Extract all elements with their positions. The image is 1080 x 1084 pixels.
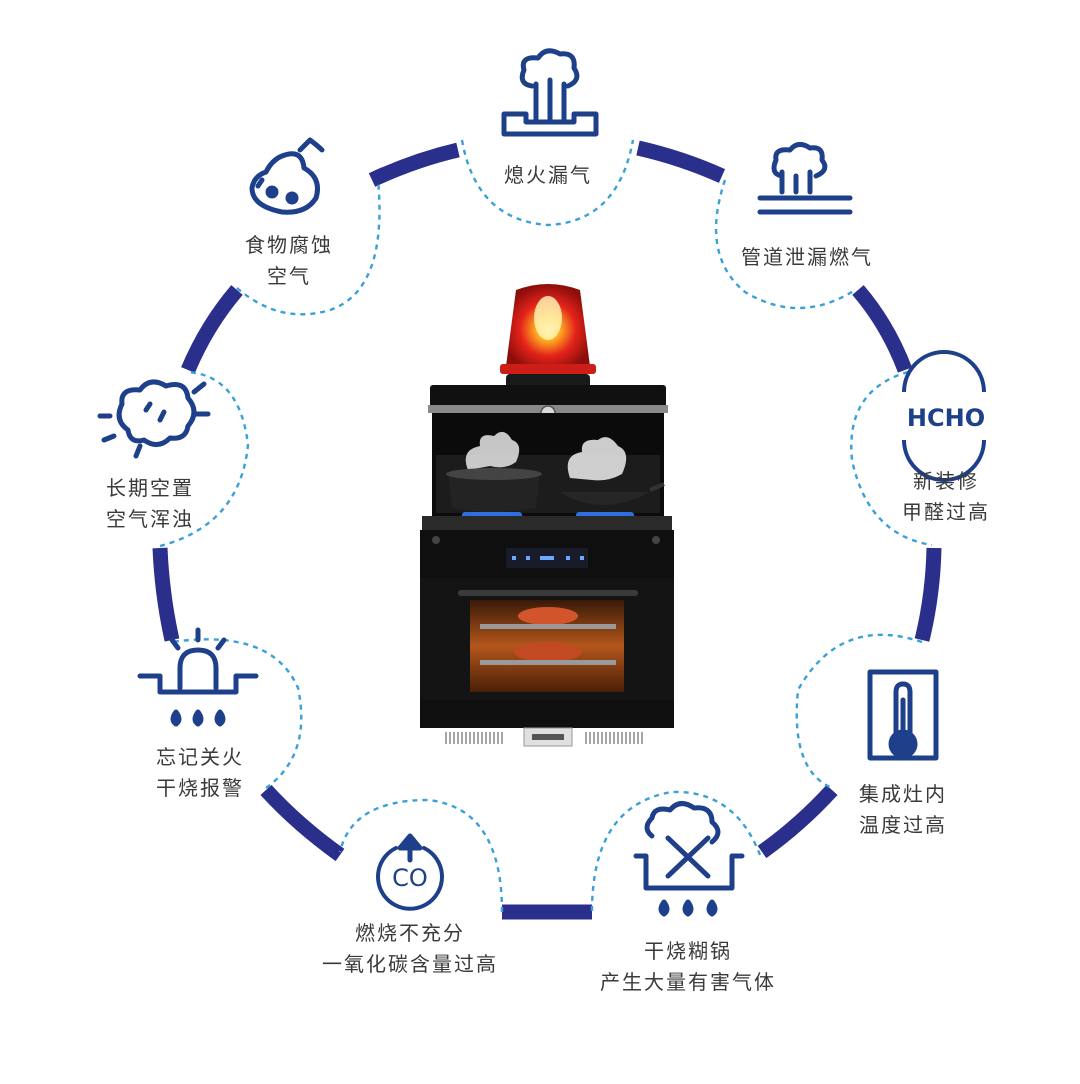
label-line: 管道泄漏燃气 [741, 245, 873, 269]
gas-rising-from-stove-icon [501, 48, 599, 137]
label-line: 集成灶内 [859, 782, 947, 806]
co-up-arrow-icon [376, 833, 444, 911]
label-line: 空气浑浊 [106, 507, 194, 531]
label-forgot-off: 忘记关火 干烧报警 [80, 742, 320, 804]
label-line: 燃烧不充分 [355, 921, 465, 945]
thermometer-icon [867, 669, 939, 761]
label-line: 空气 [267, 264, 311, 288]
arc-segment [152, 547, 180, 642]
label-stale-air: 长期空置 空气浑浊 [30, 473, 270, 535]
dirty-air-cloud-icon [97, 379, 211, 459]
rotten-pear-icon [249, 137, 325, 215]
co-icon-text: CO [392, 864, 428, 892]
arc-segment [636, 140, 726, 183]
label-line: 食物腐蚀 [245, 233, 333, 257]
label-line: 甲醛过高 [902, 500, 990, 524]
label-food-rot: 食物腐蚀 空气 [169, 230, 409, 292]
alarm-on-stove-icon [137, 627, 259, 727]
label-line: 温度过高 [859, 813, 947, 837]
base-vents [445, 732, 643, 744]
label-line: 一氧化碳含量过高 [322, 952, 498, 976]
label-line: 忘记关火 [156, 745, 244, 769]
beacon-ring [500, 364, 596, 374]
label-dry-burn: 干烧糊锅 产生大量有害气体 [568, 936, 808, 998]
label-oven-temp: 集成灶内 温度过高 [783, 779, 1023, 841]
arc-segment [181, 285, 243, 373]
alarm-beacon [500, 284, 596, 390]
label-line: 熄火漏气 [504, 163, 592, 187]
hcho-icon: HCHO [902, 350, 986, 482]
arc-segment [914, 547, 942, 642]
arc-segment [260, 784, 345, 862]
hcho-icon-text: HCHO [907, 404, 985, 432]
label-line: 产生大量有害气体 [600, 970, 776, 994]
integrated-stove [420, 385, 674, 747]
label-line: 干烧报警 [156, 776, 244, 800]
label-pipe-leak: 管道泄漏燃气 [687, 242, 927, 273]
label-flameout: 熄火漏气 [428, 160, 668, 191]
label-line: 长期空置 [106, 476, 194, 500]
label-co: 燃烧不充分 一氧化碳含量过高 [290, 918, 530, 980]
gas-leak-pipe-icon [757, 142, 853, 215]
dashed-arcs [159, 139, 933, 913]
label-line: 新装修 [913, 469, 979, 493]
arc-segment [757, 784, 838, 859]
burnt-pot-cross-icon [633, 801, 745, 917]
label-line: 干烧糊锅 [644, 939, 732, 963]
arc-segment [368, 142, 460, 187]
label-formaldehyde: 新装修 甲醛过高 [826, 466, 1066, 528]
arc-segment [852, 285, 913, 373]
outer-ring-arcs [152, 140, 942, 920]
